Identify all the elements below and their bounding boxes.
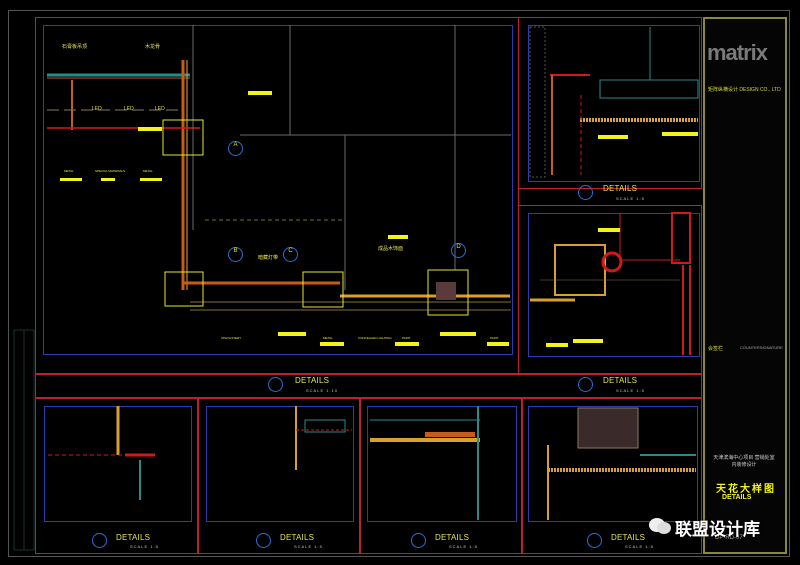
- note-light-strip: 暗藏灯带: [258, 255, 279, 261]
- detail-b-scale: SCALE 1:5: [294, 544, 323, 549]
- material-tag: METAL: [323, 336, 333, 340]
- annotation-bar: [546, 343, 568, 347]
- right-top-detail-title: DETAILS: [603, 184, 638, 193]
- right-mid-detail-title: DETAILS: [603, 376, 638, 385]
- right-top-frame: [518, 17, 702, 189]
- material-tag: UPHOLSTERY: [221, 336, 242, 340]
- drawing-title: 天花大样图: [716, 484, 776, 495]
- main-detail-frame: [35, 17, 519, 375]
- annotation-bar: [662, 132, 698, 136]
- detail-title-marker: [578, 185, 593, 200]
- company-logo: matrix: [707, 40, 768, 65]
- right-mid-linework: [530, 212, 691, 355]
- annotation-bar: [138, 127, 162, 131]
- section-marker-c[interactable]: C: [283, 247, 298, 262]
- annotation-bar: [598, 135, 628, 139]
- project-name: 天津滨海中心项目 营销处室内装修设计: [713, 455, 775, 468]
- sheet-number: DP-RD-07: [715, 535, 743, 541]
- detail-a-marker: [92, 533, 107, 548]
- right-mid-viewport[interactable]: [528, 213, 700, 357]
- material-tag: CONCEALED LIGHTING: [358, 336, 392, 340]
- annotation-bar: [388, 235, 408, 239]
- bottom-d-linework: [547, 407, 696, 520]
- right-mid-detail-scale: SCALE 1:5: [616, 388, 645, 393]
- annotation-bar: [440, 332, 476, 336]
- sheet-border: [8, 10, 790, 557]
- countersign-value: COUNTERSIGNATURE: [740, 345, 783, 350]
- annotation-bar: [395, 342, 419, 346]
- material-tag: METAL: [143, 169, 153, 173]
- detail-c-scale: SCALE 1:5: [449, 544, 478, 549]
- bottom-d-frame: [521, 397, 702, 554]
- bottom-b-linework: [295, 406, 352, 470]
- annotation-bar: [487, 342, 509, 346]
- company-line: 矩阵纵横设计 DESIGN CO., LTD: [708, 87, 781, 93]
- note-led-1: LED: [92, 106, 102, 112]
- detail-a-scale: SCALE 1:5: [130, 544, 159, 549]
- section-marker-d[interactable]: D: [451, 243, 466, 258]
- right-top-detail-scale: SCALE 1:5: [616, 196, 645, 201]
- bottom-strip-frame: [35, 373, 702, 399]
- detail-b-title: DETAILS: [280, 533, 315, 542]
- annotation-bar: [248, 91, 272, 95]
- bottom-b-viewport[interactable]: [206, 406, 354, 522]
- detail-c-title: DETAILS: [435, 533, 470, 542]
- main-detail-linework: [47, 25, 511, 316]
- bottom-c-linework: [370, 406, 480, 520]
- bottom-a-frame: [35, 397, 199, 554]
- note-ceiling: 石膏板吊顶: [62, 44, 88, 50]
- annotation-bar: [60, 178, 82, 181]
- bottom-a-linework: [48, 406, 155, 500]
- main-detail-scale: SCALE 1:10: [306, 388, 339, 393]
- watermark-text: 联盟设计库: [675, 520, 760, 539]
- material-tag: PAINT: [402, 336, 411, 340]
- revision-strip: [13, 329, 35, 551]
- note-led-3: LED: [155, 106, 165, 112]
- bottom-b-frame: [197, 397, 361, 554]
- detail-c-marker: [411, 533, 426, 548]
- detail-b-marker: [256, 533, 271, 548]
- bottom-c-frame: [359, 397, 523, 554]
- detail-title-marker: [578, 377, 593, 392]
- main-detail-title: DETAILS: [295, 376, 330, 385]
- annotation-bar: [320, 342, 344, 346]
- annotation-bar: [140, 178, 162, 181]
- note-led-2: LED: [124, 106, 134, 112]
- material-tag: SPECIAL MATERIALS: [95, 169, 126, 173]
- note-wood-finish: 成品木饰面: [378, 246, 404, 252]
- detail-title-marker: [268, 377, 283, 392]
- annotation-bar: [278, 332, 306, 336]
- countersign-label: 会签栏: [708, 346, 724, 352]
- right-mid-frame: [518, 205, 702, 375]
- section-marker-b[interactable]: B: [228, 247, 243, 262]
- detail-d-marker: [587, 533, 602, 548]
- note-wood-keel: 木龙骨: [145, 44, 161, 50]
- annotation-bar: [101, 178, 115, 181]
- detail-d-title: DETAILS: [611, 533, 646, 542]
- detail-d-scale: SCALE 1:5: [625, 544, 654, 549]
- right-top-linework: [529, 26, 699, 178]
- title-block: [703, 17, 787, 554]
- wechat-icon: [648, 516, 672, 536]
- detail-a-title: DETAILS: [116, 533, 151, 542]
- right-top-viewport[interactable]: [528, 25, 700, 182]
- bottom-d-viewport[interactable]: [528, 406, 698, 522]
- main-viewport[interactable]: [43, 25, 513, 355]
- material-tag: PAINT: [490, 336, 499, 340]
- bottom-c-viewport[interactable]: [367, 406, 517, 522]
- section-marker-a[interactable]: A: [228, 141, 243, 156]
- annotation-bar: [598, 228, 620, 232]
- drawing-title-en: DETAILS: [722, 494, 752, 501]
- annotation-bar: [573, 339, 603, 343]
- material-tag: METAL: [64, 169, 74, 173]
